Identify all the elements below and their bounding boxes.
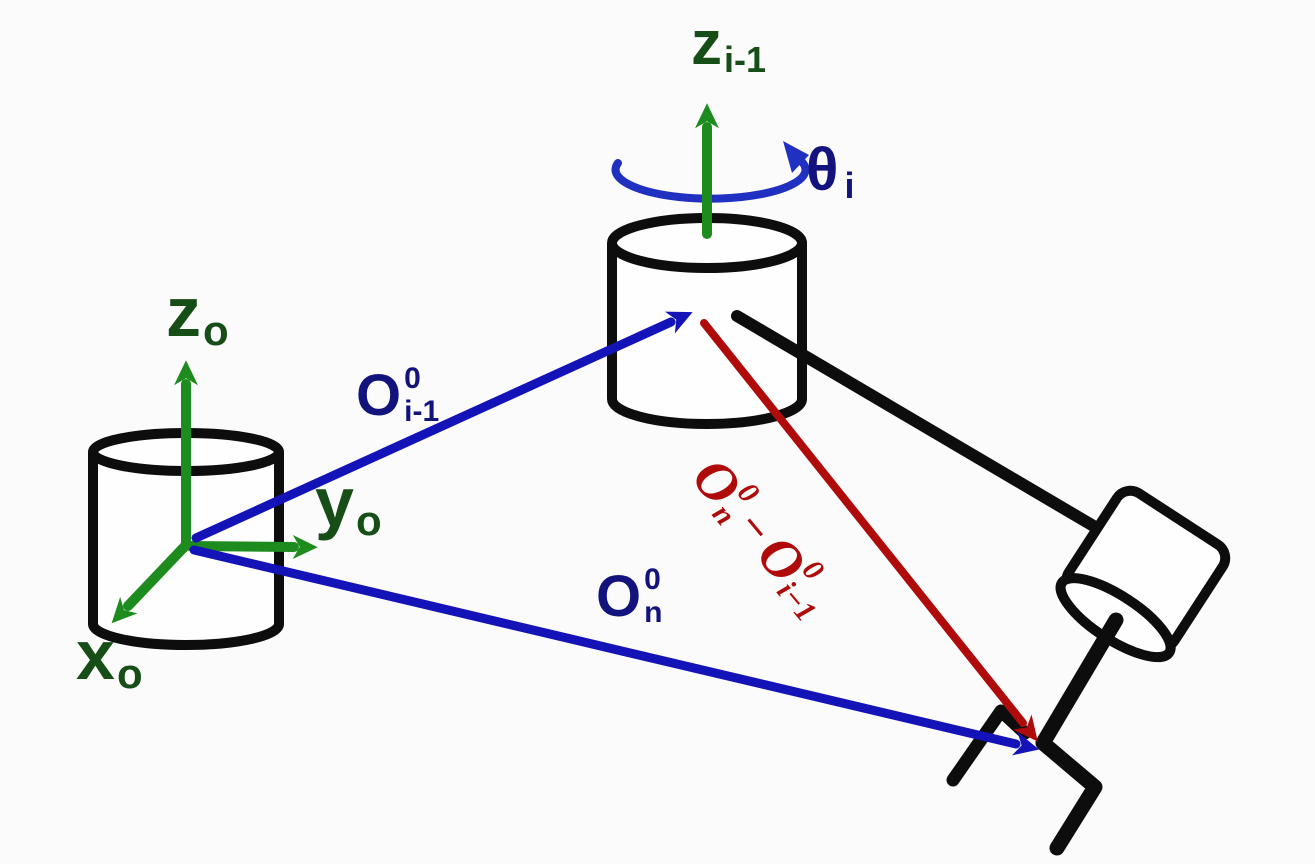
vector-o-diff-arrow — [700, 319, 1038, 742]
label-base-x-sub: o — [116, 650, 143, 698]
label-base-y: yo — [315, 467, 382, 542]
vector-o-prev-arrow — [191, 311, 693, 543]
rotation-arc-arrowhead-icon — [783, 141, 809, 173]
label-theta-sub: i — [844, 164, 855, 206]
label-o-n-sup: 0 — [644, 563, 661, 596]
link-line — [731, 310, 1108, 537]
wrist-link-and-finger — [1035, 612, 1124, 856]
vector-o-n-arrow — [189, 545, 1040, 756]
label-base-x-base: x — [76, 616, 115, 694]
label-joint-z-base: z — [691, 9, 722, 78]
label-base-y-sub: o — [355, 497, 382, 545]
label-joint-z-axis: zi-1 — [691, 13, 766, 78]
label-vector-o-n: O 0 n — [596, 565, 662, 628]
label-base-z-base: z — [166, 273, 201, 351]
label-o-n-sub: n — [644, 596, 663, 629]
label-vector-o-prev: O 0 i-1 — [356, 364, 439, 427]
label-base-z-sub: o — [203, 307, 229, 355]
label-base-x: xo — [76, 620, 143, 695]
label-o-prev-base: O — [356, 362, 402, 428]
joint-cylinder-body — [607, 243, 807, 429]
base-y-axis-arrow — [185, 534, 318, 559]
joint-cylinder — [607, 213, 807, 429]
rotation-arc — [611, 153, 810, 203]
label-theta-base: θ — [806, 136, 839, 203]
label-joint-z-sub: i-1 — [724, 38, 767, 80]
label-o-prev-sub: i-1 — [404, 395, 440, 428]
base-frame-axes — [111, 360, 318, 624]
label-base-z: zo — [166, 277, 229, 352]
label-o-prev-sup: 0 — [404, 362, 421, 395]
label-o-n-base: O — [596, 563, 642, 629]
label-base-y-base: y — [315, 463, 354, 541]
base-x-axis-arrow — [111, 540, 191, 624]
